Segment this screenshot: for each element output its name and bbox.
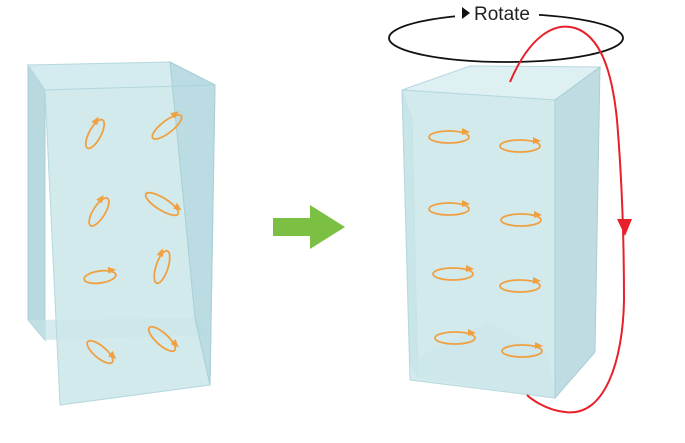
spin-loop [428,202,470,216]
spin-icon [153,248,171,285]
spin-loop [432,267,474,281]
spin-arrowhead [533,277,541,284]
right-box [401,65,602,400]
spin-loop [151,114,183,140]
spin-arrowhead [170,339,179,348]
spin-arrowhead [533,137,541,144]
rotate-indicator: Rotate [388,1,624,63]
spin-loop [428,130,470,144]
spin-icon [151,111,183,140]
spin-arrowhead [91,116,99,126]
rotation-path [509,25,632,414]
spin-icon [147,325,179,353]
rotation-curve [509,25,626,414]
spin-arrowhead [96,194,104,204]
spin-loop [86,339,114,365]
spin-icon [500,211,542,227]
spin-loop [153,249,171,285]
left-box-right-face [169,61,216,386]
spin-icon [501,342,543,358]
spin-arrowhead [462,200,470,207]
spin-icon [432,265,474,281]
spin-loop [501,344,543,358]
rotation-arrowhead [617,219,632,236]
left-box-back-side [27,63,46,342]
spin-arrowhead [173,202,182,211]
spin-icon [144,191,182,217]
spin-loop [499,279,541,293]
spin-loop [83,269,117,285]
spin-icon [88,194,110,227]
spin-loop [434,331,476,345]
spin-arrowhead [535,342,543,349]
spin-arrowhead [462,128,470,135]
spin-icon [499,277,541,293]
spin-loop [499,139,541,153]
spin-icon [428,200,470,216]
right-spins-group [428,128,543,358]
spin-icon [434,329,476,345]
spin-arrowhead [466,265,474,272]
spin-arrowhead [534,211,542,218]
spin-arrowhead [170,111,179,119]
spin-icon [84,116,106,150]
spin-loop [144,191,180,217]
spin-loop [84,118,106,150]
spin-arrowhead [108,350,117,360]
left-box [27,61,216,406]
spin-arrowhead [107,266,117,274]
spin-arrowhead [156,248,164,257]
spin-icon [83,266,117,285]
right-box-right-face [554,66,601,400]
spin-icon [499,137,541,153]
spin-arrowhead [468,329,476,336]
spin-loop [500,213,542,227]
right-box-front-face [401,89,556,399]
rotate-arrowhead [462,7,470,19]
spin-icon [428,128,470,144]
transition-arrow [273,205,345,249]
spin-loop [88,197,110,227]
left-spins-group [83,111,183,365]
spin-loop [147,325,177,353]
rotate-label: Rotate [474,4,530,25]
spin-icon [86,339,117,365]
